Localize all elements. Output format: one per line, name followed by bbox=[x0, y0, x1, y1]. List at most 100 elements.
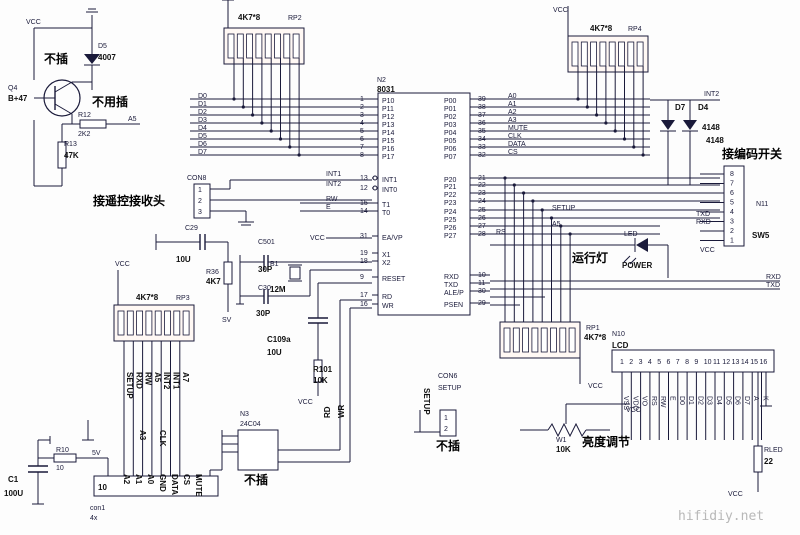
mcu-pin-name: RD bbox=[382, 294, 392, 301]
c1-value: 100U bbox=[4, 489, 23, 498]
con6-body bbox=[439, 409, 457, 437]
a-bus-label: MUTE bbox=[508, 125, 528, 132]
mcu-pin-name: P13 bbox=[382, 122, 395, 129]
rp1-body bbox=[499, 321, 581, 359]
n3-body bbox=[237, 429, 279, 471]
lcd-signal-label: VDD bbox=[631, 396, 638, 411]
resistor-cell bbox=[264, 33, 272, 59]
lcd-signal-label: E bbox=[669, 396, 676, 401]
rp1-ref: RP1 bbox=[586, 325, 600, 332]
mcu-pin-name: P03 bbox=[444, 122, 457, 129]
rp3-net-label: A7 bbox=[181, 372, 190, 383]
rp4-vcc-label: VCC bbox=[553, 7, 568, 14]
sw-txd-label: TXD bbox=[696, 211, 710, 218]
resistor-cell bbox=[627, 41, 635, 67]
d-bus-label: D5 bbox=[198, 133, 207, 140]
mcu-pin-name: P07 bbox=[444, 154, 457, 161]
mcu-pin-name: T1 bbox=[382, 202, 390, 209]
resistor-cell bbox=[580, 41, 588, 67]
mcu-pin-name: P06 bbox=[444, 146, 457, 153]
resistor-cell bbox=[283, 33, 291, 59]
rp3-net-label: A5 bbox=[153, 372, 162, 383]
encoder-switch-label: 接编码开关 bbox=[722, 146, 782, 161]
lcd-body bbox=[611, 349, 775, 373]
con1-body bbox=[93, 475, 219, 497]
led-power-icon bbox=[636, 238, 648, 252]
mcu-pin-name: P26 bbox=[444, 225, 457, 232]
sw-vcc-label: VCC bbox=[700, 247, 715, 254]
reset-circuit: VCC C109a 10U R101 10K VCC bbox=[267, 235, 372, 406]
c30-ref: C30 bbox=[258, 285, 271, 292]
a-bus-label: A3 bbox=[508, 117, 517, 124]
rp3-net-label: INT1 bbox=[172, 372, 181, 390]
con1-pin-label: A0 bbox=[146, 474, 155, 485]
n11-ref: N11 bbox=[756, 201, 768, 208]
r101-value: 10K bbox=[313, 376, 328, 385]
r36-value: 4K7 bbox=[206, 277, 221, 286]
mcu-pin-name: INT0 bbox=[382, 187, 397, 194]
resistor-cell bbox=[164, 310, 171, 336]
mcu-pin-name: EA/VP bbox=[382, 235, 403, 242]
d-bus-label: D7 bbox=[198, 149, 207, 156]
resistor-cell bbox=[154, 310, 162, 336]
n11-part: SW5 bbox=[752, 231, 770, 240]
d5-part: 4007 bbox=[98, 53, 116, 62]
mcu-pin-name: P23 bbox=[444, 200, 457, 207]
setup-label: SETUP bbox=[552, 205, 576, 212]
mcu-pin-name: P14 bbox=[382, 130, 395, 137]
mcu-pin-name: WR bbox=[382, 303, 394, 310]
con1-part: 4x bbox=[90, 515, 98, 522]
resistor-cell bbox=[182, 310, 190, 336]
mcu-pin-name: X1 bbox=[382, 252, 391, 259]
lcd-pin-number: 5 bbox=[657, 359, 661, 366]
mcu-pin-name: P16 bbox=[382, 146, 395, 153]
rled-resistor: RLED 22 VCC bbox=[728, 372, 783, 498]
lcd-pin-number: 7 bbox=[676, 359, 680, 366]
mcu-pin-name: P17 bbox=[382, 154, 395, 161]
d7-ref: D7 bbox=[675, 103, 686, 112]
c109a-ref: C109a bbox=[267, 335, 291, 344]
resistor-cell bbox=[540, 327, 548, 353]
w1-value: 10K bbox=[556, 445, 571, 454]
rp1-part: 4K7*8 bbox=[584, 333, 607, 342]
svg-text:3: 3 bbox=[198, 209, 202, 216]
r10-ref: R10 bbox=[56, 447, 69, 454]
con1-pin-label: MUTE bbox=[194, 474, 203, 497]
q4-part: B+47 bbox=[8, 94, 28, 103]
rp3-net-label: RW bbox=[144, 372, 153, 386]
svg-text:1: 1 bbox=[444, 415, 448, 422]
rp4-part: 4K7*8 bbox=[590, 24, 613, 33]
svg-text:10: 10 bbox=[98, 483, 107, 492]
resistor-cell bbox=[255, 33, 263, 59]
resistor-cell bbox=[236, 33, 244, 59]
lcd-vcc-label: VCC bbox=[626, 407, 641, 414]
resistor-cell bbox=[618, 41, 625, 67]
q4-ref: Q4 bbox=[8, 85, 17, 92]
setup-net-label: SETUP bbox=[422, 388, 431, 415]
lcd-pin-number: 12 bbox=[722, 359, 730, 366]
ea-vcc-label: VCC bbox=[310, 235, 325, 242]
d-bus-label: D4 bbox=[198, 125, 207, 132]
rp3-net-label: RXD bbox=[134, 372, 143, 389]
brightness-pot-w1: W1 10K 亮度调节 bbox=[520, 403, 630, 454]
con1-ref: con1 bbox=[90, 505, 105, 512]
resistor-r12-icon bbox=[79, 119, 107, 129]
mcu-pin-name: P25 bbox=[444, 217, 457, 224]
rp2-body bbox=[223, 27, 305, 65]
no-insert-label-2: 不插 bbox=[244, 472, 268, 487]
5v-label: 5V bbox=[92, 450, 101, 457]
led-part: POWER bbox=[622, 261, 652, 270]
resistor-cell bbox=[571, 41, 579, 67]
rp3-vcc-label: VCC bbox=[115, 261, 130, 268]
a-bus-label: A2 bbox=[508, 109, 517, 116]
sv-label: SV bbox=[222, 317, 232, 324]
n10-ref: N10 bbox=[612, 331, 625, 338]
a-bus-label: CLK bbox=[508, 133, 522, 140]
rp3-part: 4K7*8 bbox=[136, 293, 159, 302]
led-ref: LED bbox=[624, 231, 638, 238]
lcd-pin-number: 13 bbox=[732, 359, 740, 366]
resistor-cell bbox=[227, 33, 235, 59]
